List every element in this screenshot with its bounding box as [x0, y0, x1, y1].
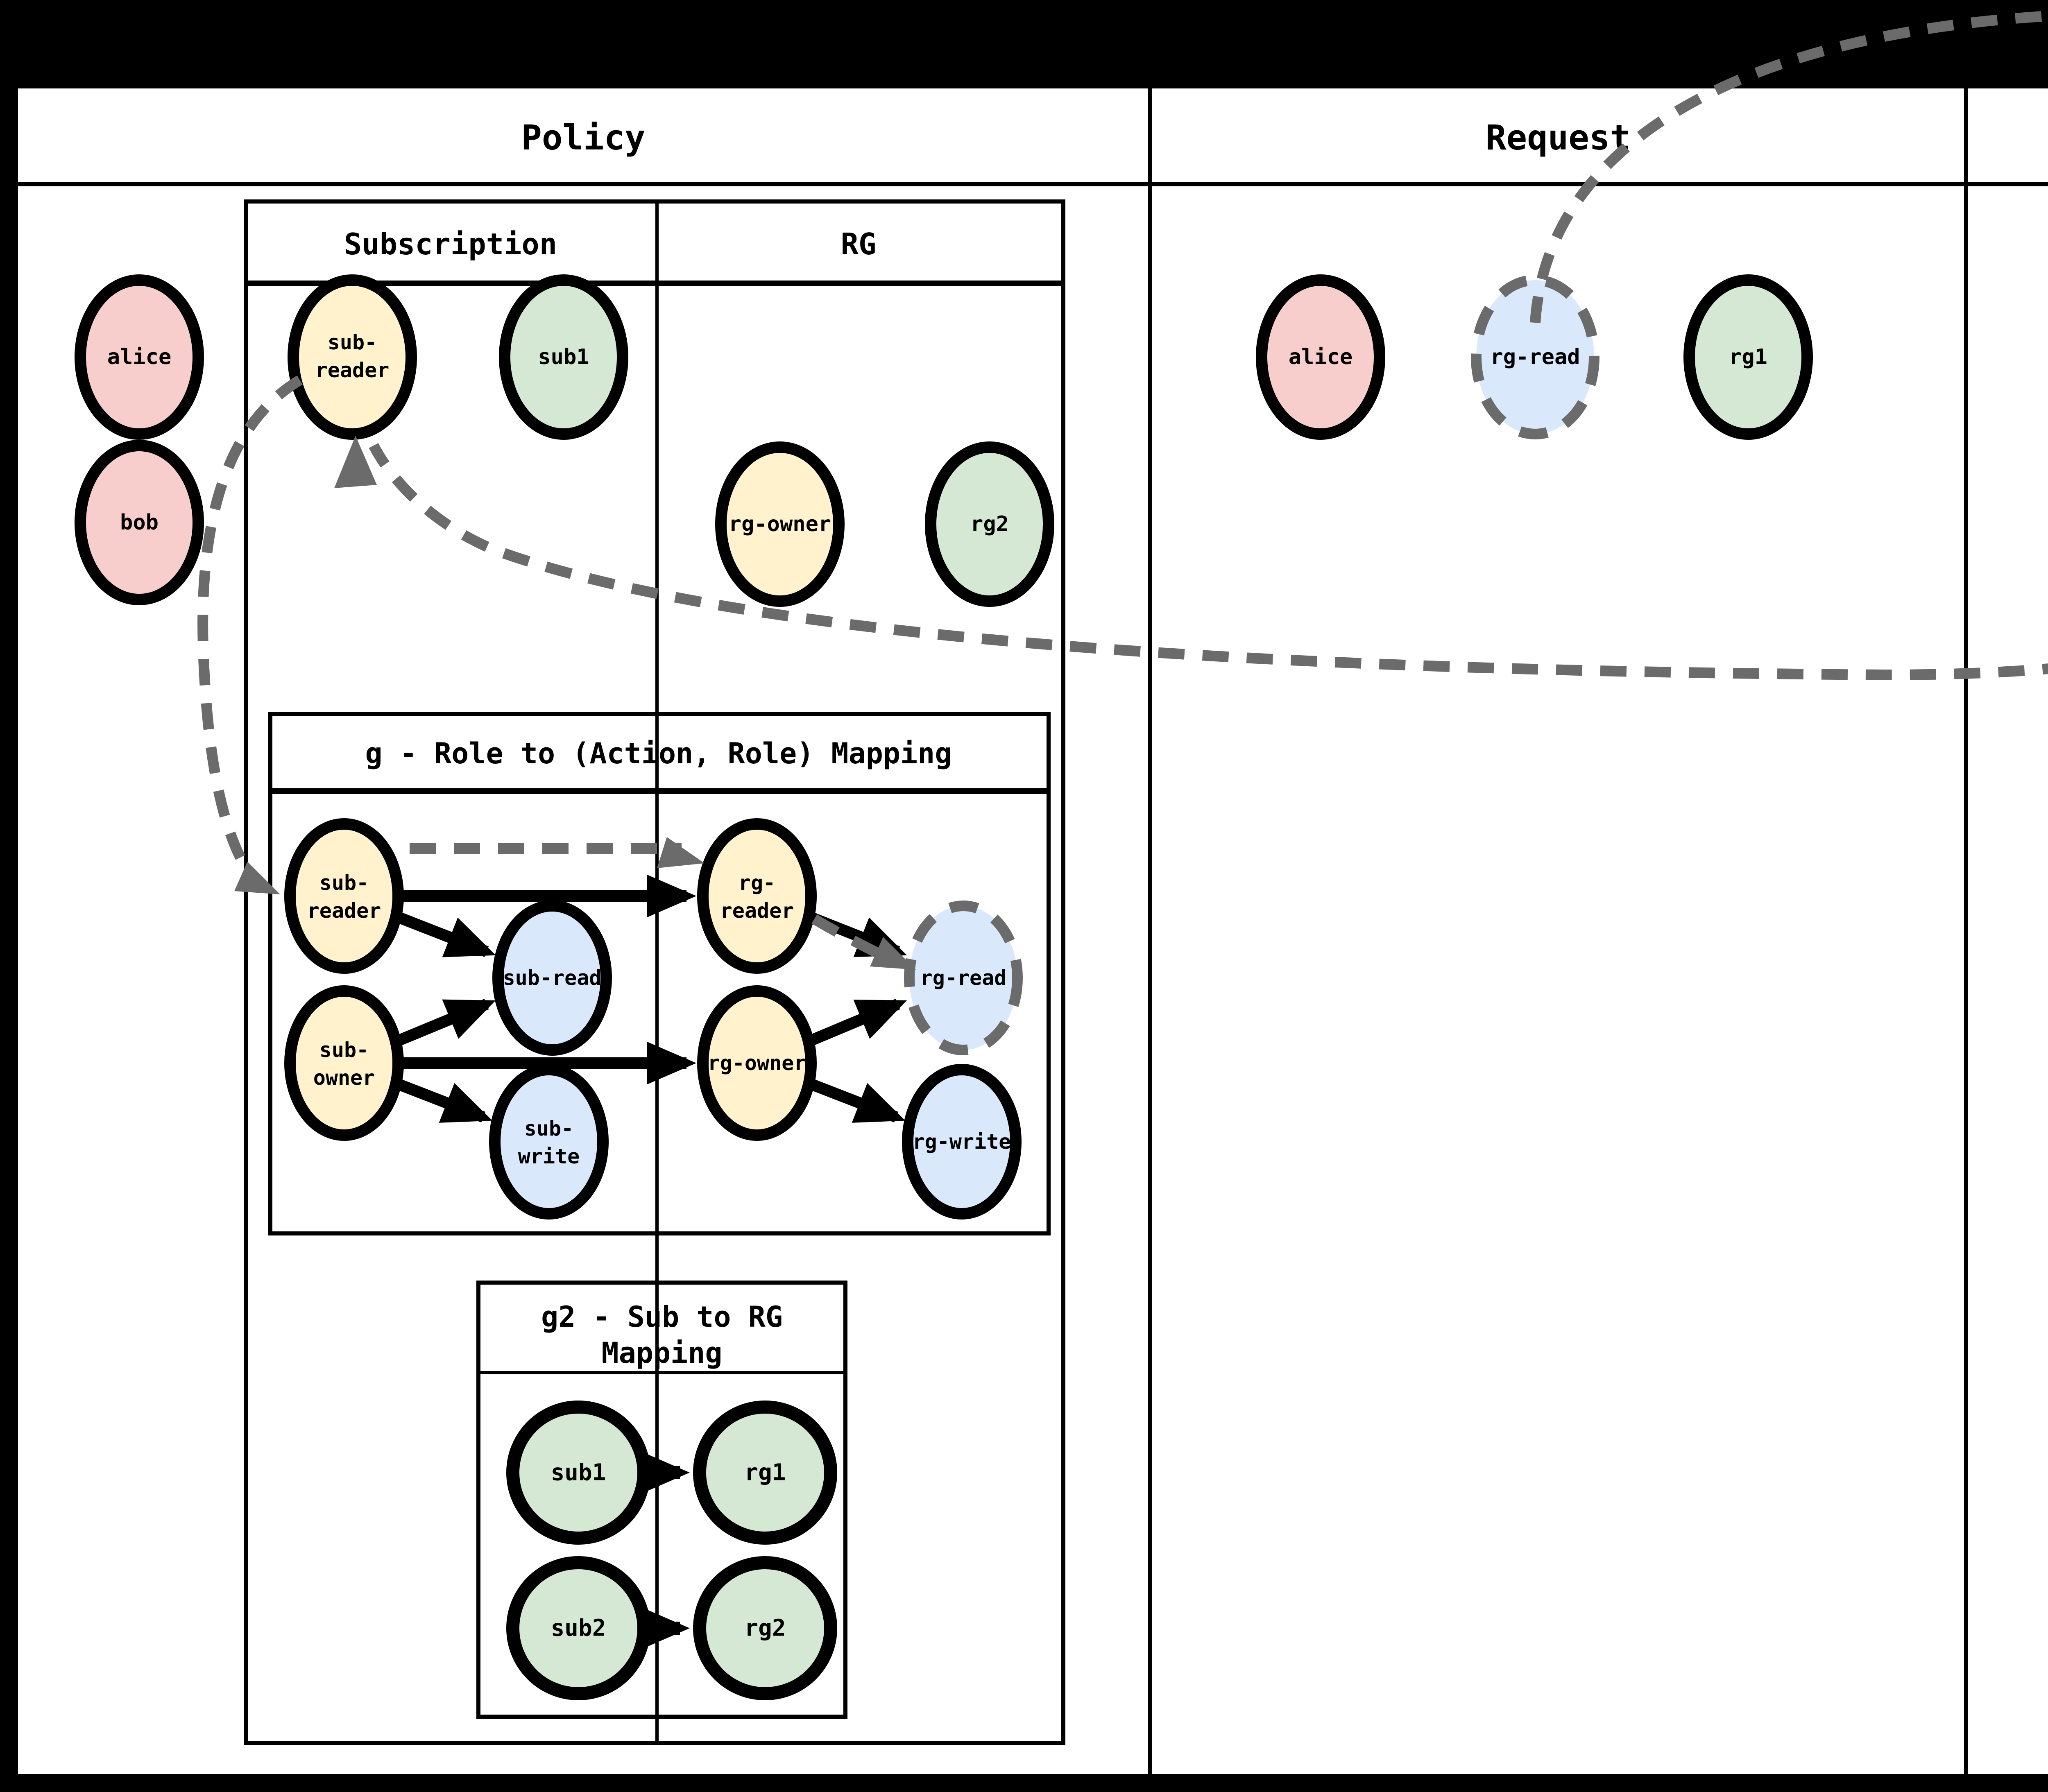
policy-subreader-arrowhead — [334, 436, 377, 488]
policy-rgowner-label: rg-owner — [729, 512, 831, 536]
g-rgwrite-node — [902, 1064, 1022, 1220]
policy-subreader-label: sub-reader — [315, 330, 390, 382]
g-subreader-label: sub-reader — [307, 871, 381, 923]
g-rgread-node — [904, 901, 1023, 1055]
request-rgread-node — [1471, 275, 1599, 439]
g-rgowner-node — [697, 985, 817, 1141]
request-rg1-label: rg1 — [1729, 345, 1767, 369]
g-subreader-arrowhead — [234, 862, 280, 894]
g-rgreader-label: rg-reader — [720, 871, 794, 923]
g2-sub2-node — [506, 1556, 650, 1700]
request-alice-label: alice — [1289, 345, 1353, 369]
request-header: Request — [1486, 118, 1631, 158]
g-subowner-node — [284, 985, 404, 1141]
g-rgreader-arrowhead — [657, 837, 705, 868]
policy-sub1-node — [499, 274, 628, 440]
g2-rg1-node — [693, 1401, 837, 1545]
rg-column-header: RG — [841, 227, 877, 261]
g2-rg2-node — [693, 1556, 837, 1700]
g-rgread-arrowhead — [870, 937, 916, 970]
g-subwrite-node — [489, 1064, 609, 1220]
g-rgowner-label: rg-owner — [708, 1051, 807, 1075]
g2-rg1-label: rg1 — [744, 1459, 786, 1486]
g-rgwrite-label: rg-write — [913, 1130, 1011, 1154]
g-subwrite-label: sub-write — [518, 1117, 580, 1168]
dashed-g-rgreader-to-g-rgread — [811, 914, 890, 963]
g-subowner-label: sub-owner — [313, 1038, 375, 1090]
policy-header: Policy — [521, 118, 645, 158]
dashed-matching-subreader-to-policy-subreader — [369, 443, 2048, 681]
policy-rg2-node — [925, 441, 1054, 607]
g-mapping-title: g - Role to (Action, Role) Mapping — [365, 737, 952, 770]
g-subreader-node — [284, 818, 404, 974]
g-subread-node — [492, 900, 612, 1056]
g2-sub2-label: sub2 — [551, 1615, 606, 1642]
g2-mapping-title-line2: Mapping — [601, 1336, 722, 1370]
policy-sub1-label: sub1 — [538, 345, 589, 369]
policy-bob-label: bob — [120, 510, 159, 535]
policy-subreader-node — [288, 274, 417, 440]
request-rgread-label: rg-read — [1490, 345, 1580, 369]
dashed-policy-subreader-to-g-subreader — [197, 375, 303, 876]
dashed-request-rgread-to-matching-rgread — [1530, 11, 2048, 323]
g2-sub1-label: sub1 — [551, 1459, 606, 1486]
g-rgreader-node — [697, 818, 817, 974]
subscription-column-header: Subscription — [344, 227, 557, 261]
request-rg1-node — [1683, 274, 1813, 440]
g2-mapping-title-line1: g2 - Sub to RG — [541, 1300, 783, 1334]
g2-rg2-label: rg2 — [744, 1615, 786, 1642]
policy-rgowner-node — [715, 441, 845, 607]
subscription-rg-table — [244, 199, 1065, 1745]
g-mapping-box — [268, 712, 1051, 1235]
g2-mapping-box — [476, 1281, 847, 1719]
request-alice-node — [1256, 274, 1385, 440]
g-subread-label: sub-read — [503, 966, 602, 990]
policy-alice-label: alice — [107, 345, 172, 369]
policy-rg2-label: rg2 — [970, 512, 1009, 536]
g-rgread-label: rg-read — [920, 966, 1007, 990]
policy-alice-node — [75, 274, 204, 440]
g2-sub1-node — [506, 1401, 650, 1545]
policy-bob-node — [75, 440, 204, 605]
